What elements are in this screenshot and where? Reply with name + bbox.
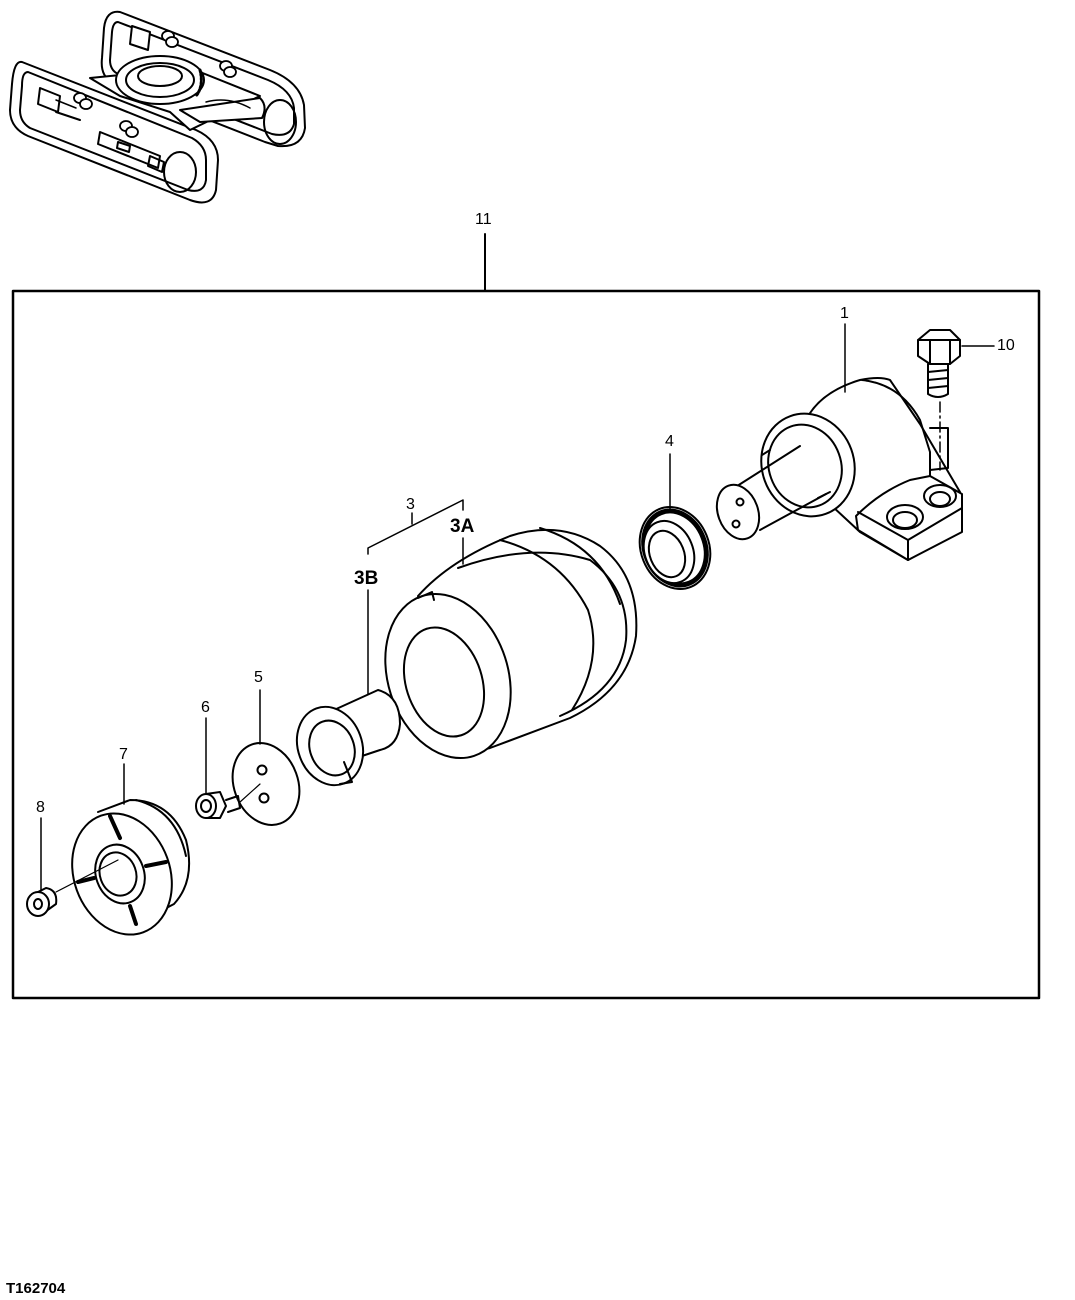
part-8-plug: [26, 887, 58, 917]
callout-8: 8: [36, 799, 45, 816]
leader-lines: [40, 323, 995, 891]
callout-1: 1: [840, 305, 849, 322]
part-3b-bushing: [295, 689, 401, 787]
part-7-end-cap: [55, 799, 191, 936]
callout-3b: 3B: [354, 568, 379, 589]
callout-3a: 3A: [450, 516, 475, 537]
figure-id: T162704: [6, 1280, 66, 1297]
callout-10: 10: [997, 337, 1015, 354]
callout-7: 7: [119, 746, 128, 763]
assembly-frame: [11, 289, 1041, 1000]
callout-4: 4: [665, 433, 674, 450]
callout-5: 5: [254, 669, 263, 686]
part-4-seal: [638, 506, 712, 590]
callout-3: 3: [406, 496, 415, 513]
part-10-bolt: [917, 329, 961, 471]
callout-6: 6: [201, 699, 210, 716]
part-3a-roller: [384, 527, 638, 760]
part-1-bracket: [715, 377, 963, 561]
part-5-washer: [231, 742, 301, 826]
track-frame-overview: [9, 10, 306, 204]
callout-11: 11: [475, 211, 492, 228]
